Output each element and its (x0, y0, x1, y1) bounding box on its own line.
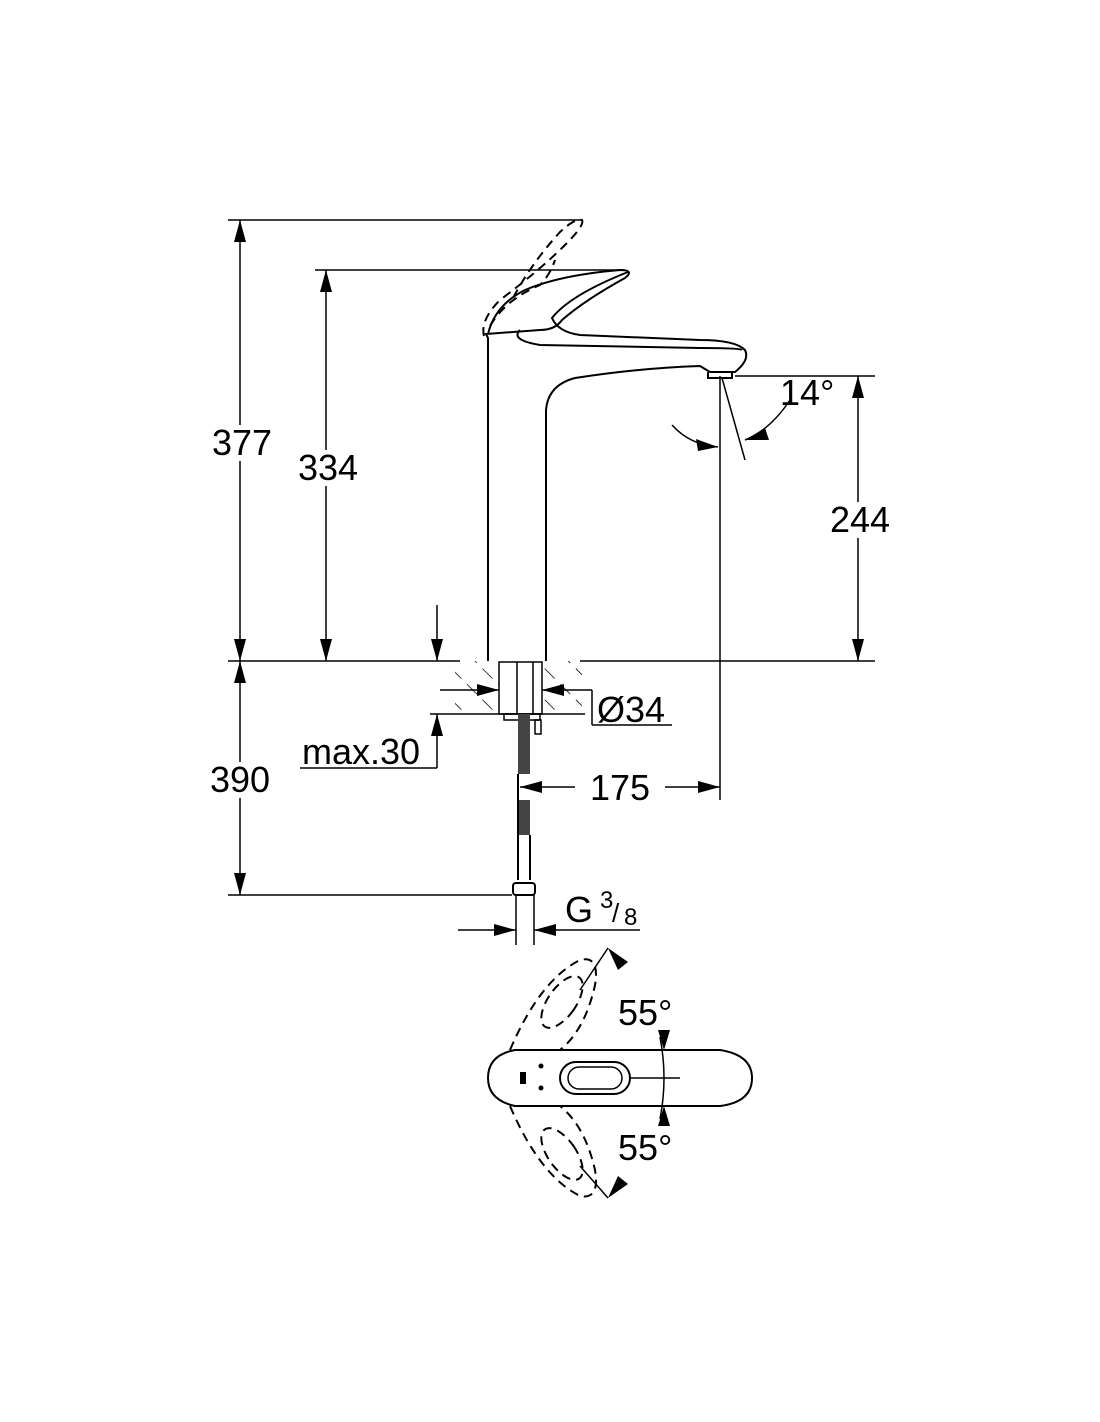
label-390: 390 (210, 759, 270, 800)
lever-top-view (486, 947, 754, 1199)
label-thread-den: 8 (624, 904, 637, 931)
supply-hose (512, 714, 536, 945)
deck-section (430, 661, 585, 735)
label-14deg: 14° (780, 372, 834, 413)
dimension-labels: 377 334 244 390 Ø34 max.30 175 14° G 3 /… (205, 372, 897, 1168)
faucet-side-view (482, 218, 748, 661)
label-thread-num: 3 (600, 887, 613, 914)
label-thread-slash: / (612, 898, 620, 928)
label-deck-hole: Ø34 (597, 689, 665, 730)
label-55-down: 55° (618, 1127, 672, 1168)
label-175: 175 (590, 767, 650, 808)
label-55-up: 55° (618, 992, 672, 1033)
label-377: 377 (212, 422, 272, 463)
label-334: 334 (298, 447, 358, 488)
label-thread-g: G (565, 889, 593, 930)
label-max-deck: max.30 (302, 731, 420, 772)
label-244: 244 (830, 499, 890, 540)
